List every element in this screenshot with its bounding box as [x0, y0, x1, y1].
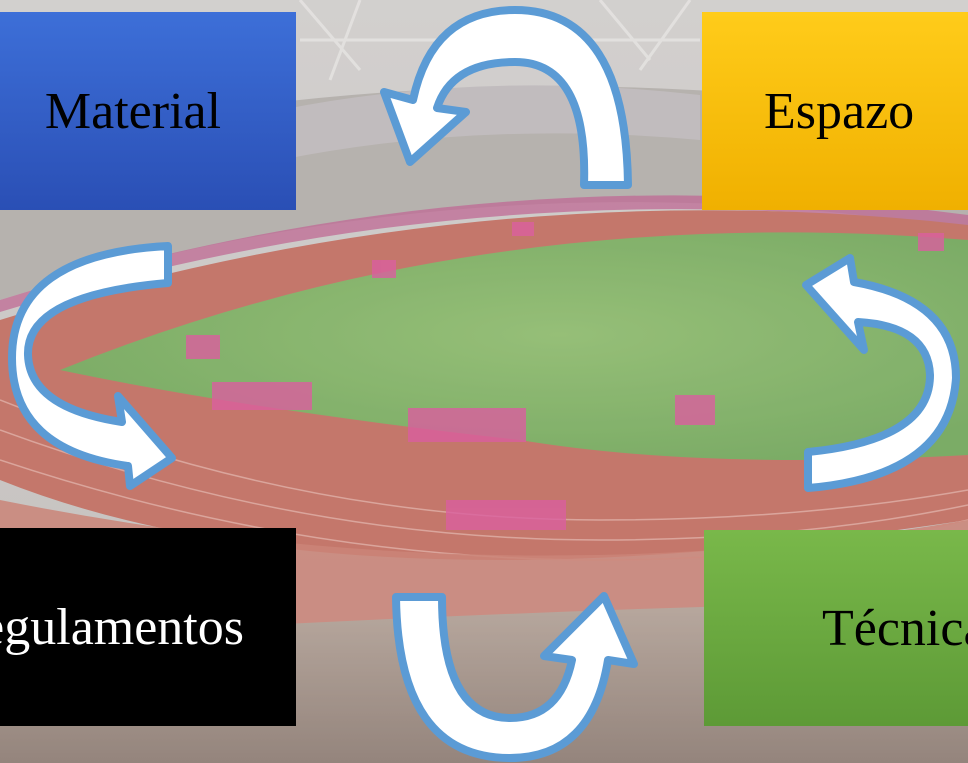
espazo-label: Espazo [764, 82, 915, 140]
material-box: Material [0, 12, 296, 210]
espazo-box: Espazo [702, 12, 968, 210]
tecnica-box: Técnica [704, 530, 968, 726]
tecnica-label: Técnica [822, 599, 968, 657]
material-label: Material [44, 82, 222, 140]
regulamentos-box: Regulamentos [0, 528, 296, 726]
regulamentos-label: Regulamentos [0, 598, 244, 656]
